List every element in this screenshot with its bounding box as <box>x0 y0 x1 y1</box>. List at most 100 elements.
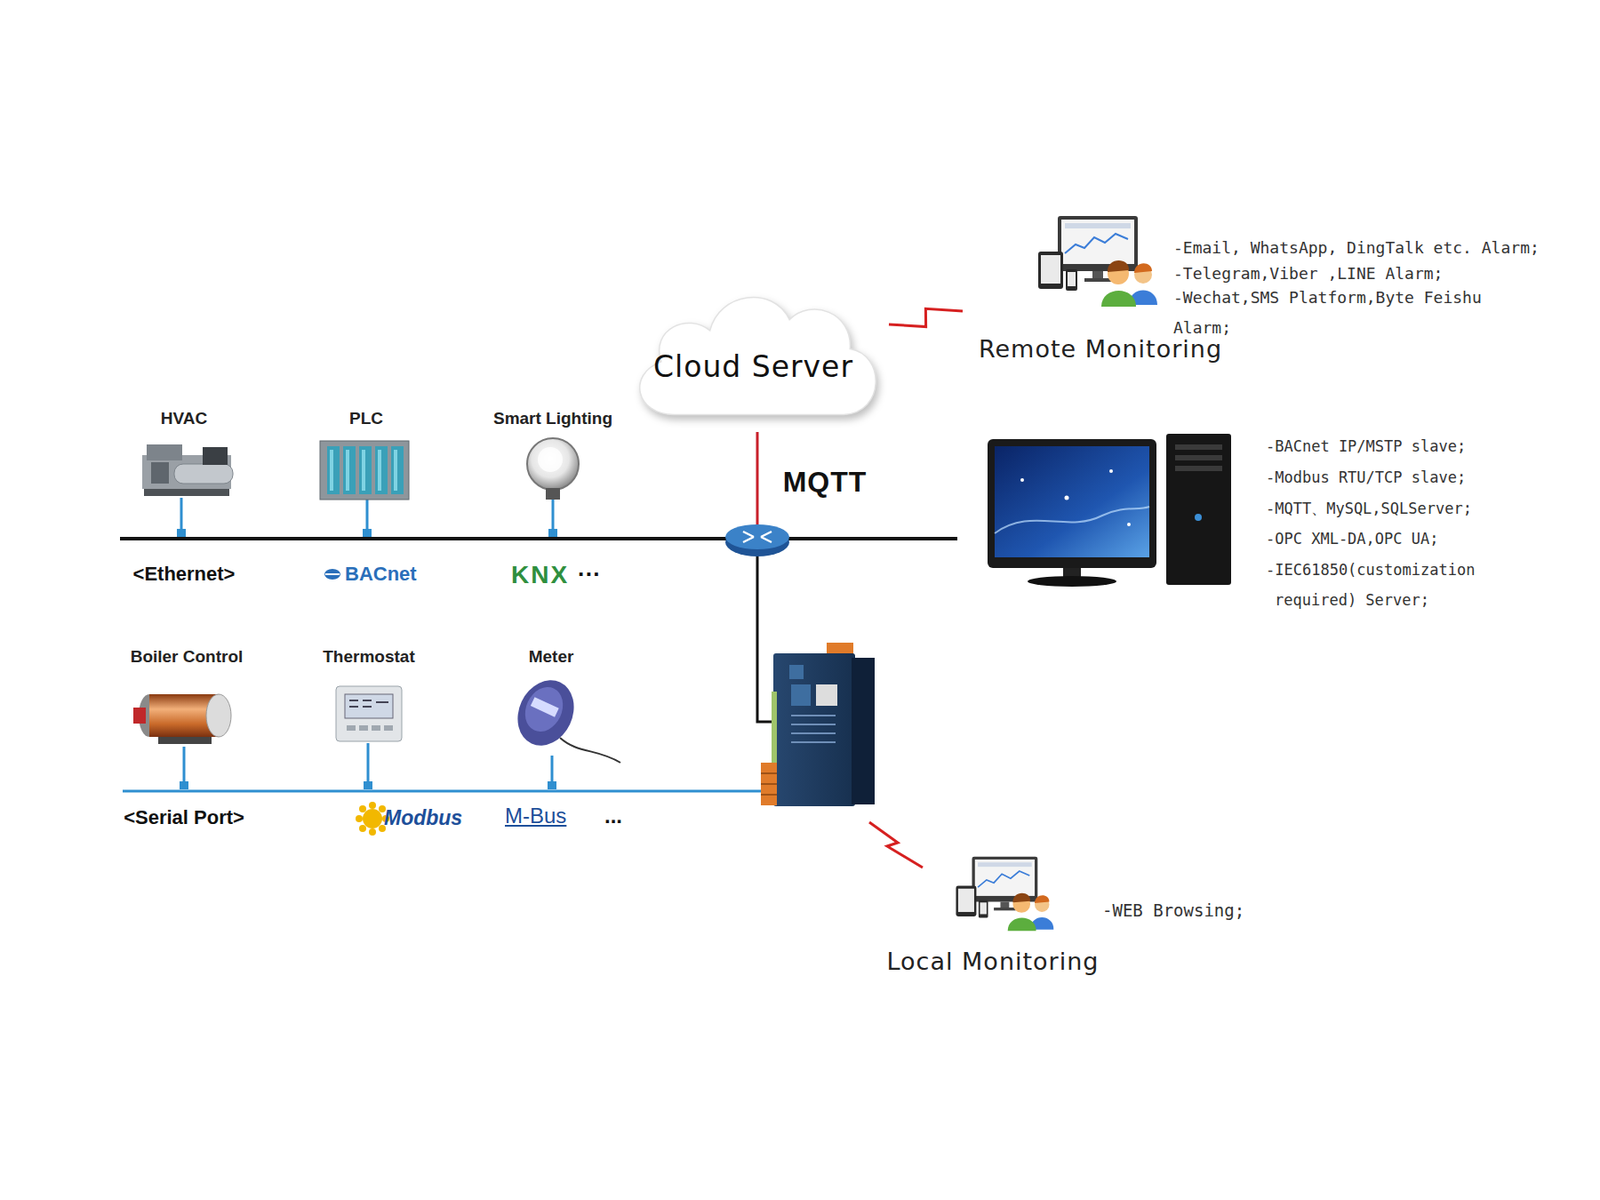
bulb-icon <box>527 438 579 500</box>
chiller-cylinder <box>174 464 233 484</box>
cloud-title: Cloud Server <box>653 349 854 384</box>
gateway-logo <box>789 664 804 680</box>
plc-module <box>359 446 372 495</box>
device-node: Boiler Control <box>115 647 258 754</box>
gear-tooth <box>368 801 376 809</box>
plc-highlight <box>377 449 382 491</box>
tower-button <box>1194 513 1202 521</box>
plc-highlight <box>329 449 334 491</box>
gateway-label <box>791 684 811 706</box>
local-feature: -WEB Browsing; <box>1102 897 1298 923</box>
device-node: Smart Lighting <box>472 408 633 509</box>
screen-sparkle <box>1109 469 1113 473</box>
screen-wave <box>994 506 1150 534</box>
router-arrows <box>743 531 772 543</box>
bacnet-swoosh <box>324 568 341 580</box>
device-label: Smart Lighting <box>493 408 613 429</box>
mqtt-link <box>756 432 760 527</box>
gear-tooth <box>359 824 367 832</box>
group-title: Remote Monitoring <box>978 335 1223 363</box>
drop-terminal <box>362 528 372 537</box>
device-node: Thermostat <box>306 647 432 754</box>
ethernet-bus <box>120 536 958 541</box>
plc-module <box>327 446 340 495</box>
gear-tooth <box>359 805 367 813</box>
group-title: Local Monitoring <box>887 947 1100 976</box>
cloud-shape: Cloud Server <box>617 266 889 432</box>
terminal-block <box>826 642 854 656</box>
bulb-glass <box>527 438 579 490</box>
plc-rack <box>320 440 409 500</box>
gear-tooth <box>355 815 363 823</box>
chiller-frame <box>144 488 230 496</box>
plc-module <box>343 446 356 495</box>
pc-neck <box>1063 568 1081 577</box>
monitoring-group: Remote Monitoring <box>962 209 1239 363</box>
screen-sparkle <box>1020 478 1024 482</box>
thermostat-button <box>346 725 356 731</box>
meter-display <box>530 696 560 718</box>
wireless-link <box>888 308 963 327</box>
device-label: PLC <box>349 408 384 429</box>
tower-bay <box>1175 444 1223 450</box>
gear-tooth <box>368 828 376 836</box>
drop-terminal <box>176 528 186 537</box>
bulb-glow <box>537 447 563 472</box>
plc-highlight <box>393 449 398 491</box>
tower-bay <box>1175 465 1223 472</box>
pc-monitor <box>987 439 1157 568</box>
router-top <box>725 524 790 550</box>
gateway-front <box>773 653 856 807</box>
drop-terminal <box>179 781 189 790</box>
server-feature: -Modbus RTU/TCP slave; <box>1265 462 1506 493</box>
meter-face <box>518 680 570 738</box>
plc-module <box>375 446 388 495</box>
gateway-device <box>760 642 875 807</box>
gateway-strip <box>771 691 777 763</box>
drop-terminal <box>363 781 373 790</box>
serial-bus <box>122 790 767 793</box>
server-feature: -IEC61850(customization required) Server… <box>1265 554 1506 616</box>
device-node: HVAC <box>121 408 247 509</box>
protocol-logo: BACnet <box>344 561 452 587</box>
local-monitoring-icon <box>955 856 1054 932</box>
ellipsis: ··· <box>577 560 614 589</box>
ellipsis: ... <box>604 801 640 831</box>
protocol-logo: M-Bus <box>504 801 585 831</box>
wireless-link <box>888 308 963 327</box>
alarm-channel: -Wechat,SMS Platform,Byte Feishu Alarm; <box>1173 282 1545 344</box>
gateway-side <box>851 657 875 805</box>
device-label: HVAC <box>160 408 208 429</box>
cloud-outline <box>640 296 876 415</box>
device-node: Meter <box>488 647 614 754</box>
thermostat-icon <box>336 686 402 742</box>
screen-sparkle <box>1064 496 1070 501</box>
server-feature: -MQTT、MySQL,SQLServer; <box>1265 493 1506 524</box>
chiller-panel <box>146 444 183 461</box>
device-label: Boiler Control <box>130 647 244 667</box>
meter-cable <box>560 737 621 763</box>
bacnet-swoosh-line <box>325 573 340 576</box>
device-node: PLC <box>304 408 429 509</box>
device-label: Thermostat <box>322 647 415 667</box>
thermostat-lcd <box>344 694 393 719</box>
boiler-icon <box>133 694 232 744</box>
meter-body <box>507 671 584 755</box>
terminal-block <box>760 762 777 806</box>
thermostat-body <box>336 686 402 742</box>
protocol-label: MQTT <box>762 464 888 500</box>
meter-icon <box>507 671 621 763</box>
lcd-digits <box>349 700 389 707</box>
server-feature: -OPC XML-DA,OPC UA; <box>1265 523 1506 554</box>
thermostat-button <box>371 725 381 731</box>
drop-terminal <box>547 781 557 790</box>
tower-bay <box>1175 455 1223 461</box>
plc-module <box>391 446 404 495</box>
terminal-divider <box>760 773 777 795</box>
pc-icon <box>987 433 1232 587</box>
plc-highlight <box>345 449 350 491</box>
boiler-burner <box>133 707 146 724</box>
pc-tower <box>1166 433 1232 585</box>
device-drop <box>181 497 553 790</box>
protocol-logo: Modbus <box>384 803 491 832</box>
